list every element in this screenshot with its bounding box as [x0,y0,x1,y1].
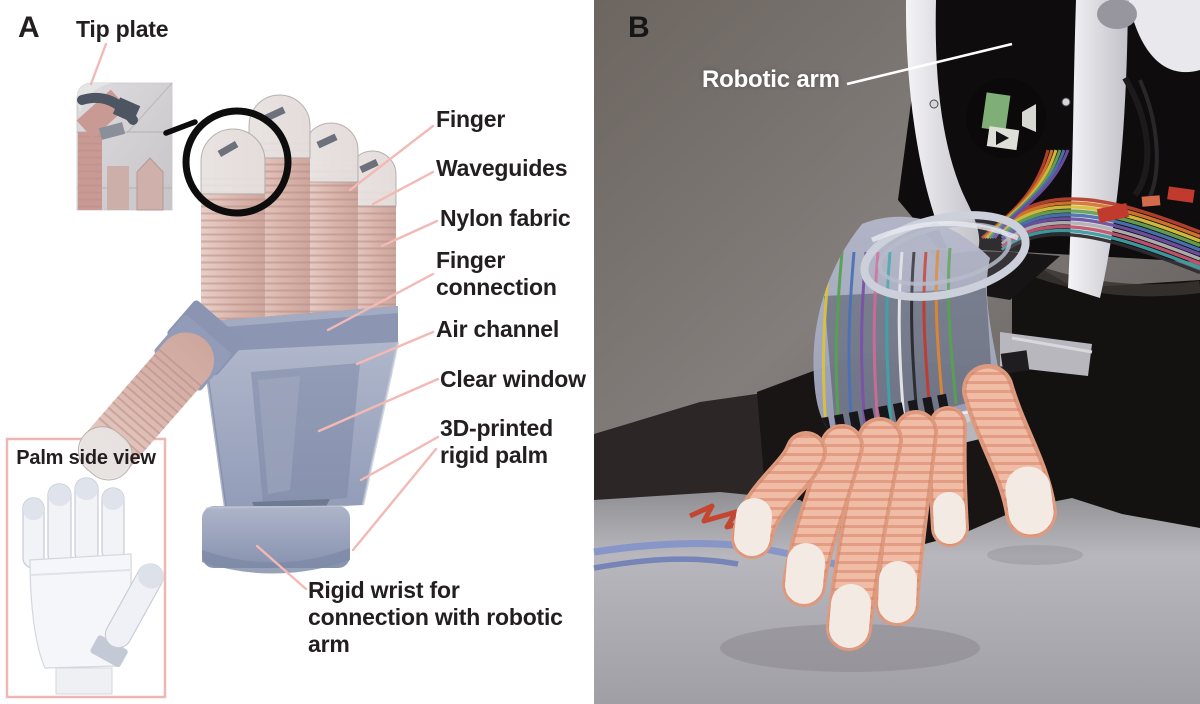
photo-finger-2 [782,424,864,607]
palm-side-view-title: Palm side view [16,447,156,469]
leader-lines [89,42,440,591]
clear-cuff [860,211,1030,301]
palm-side-view-inset [5,437,167,699]
photo-finger-4 [875,410,938,626]
soft-fingers [731,364,1057,651]
label-rigid-wrist: Rigid wrist for connection with robotic … [308,577,563,658]
magnifier-connector [163,119,198,136]
magnifier-circle [182,107,292,217]
label-air-channel: Air channel [436,316,560,342]
ribbon-cables [981,149,1200,275]
label-robotic-arm: Robotic arm [702,66,840,93]
panel-a-graphic [5,42,440,699]
label-finger-connection: Finger connection [436,247,557,301]
label-nylon-fabric: Nylon fabric [440,205,571,231]
photo-finger-1 [731,431,827,559]
photo-thumb [962,364,1057,538]
photo-finger-5 [928,406,969,547]
panel-a-letter: A [18,11,40,44]
tip-plate-inset [76,82,173,211]
photo-finger-3 [826,417,903,651]
label-clear-window: Clear window [440,366,586,392]
label-finger: Finger [436,106,506,132]
rigid-wrist [202,499,350,574]
clear-window-shape [251,363,360,504]
finger-1 [200,128,266,322]
label-printed-palm: 3D-printed rigid palm [440,415,554,469]
panel-b-letter: B [628,11,650,44]
label-tip-plate: Tip plate [76,16,169,42]
finger-3 [303,122,359,317]
panel-b-graphic [593,0,1200,704]
robotic-arm-leader [846,42,1013,86]
red-wire [688,503,757,530]
label-waveguides: Waveguides [436,155,568,181]
thumb [77,300,245,481]
